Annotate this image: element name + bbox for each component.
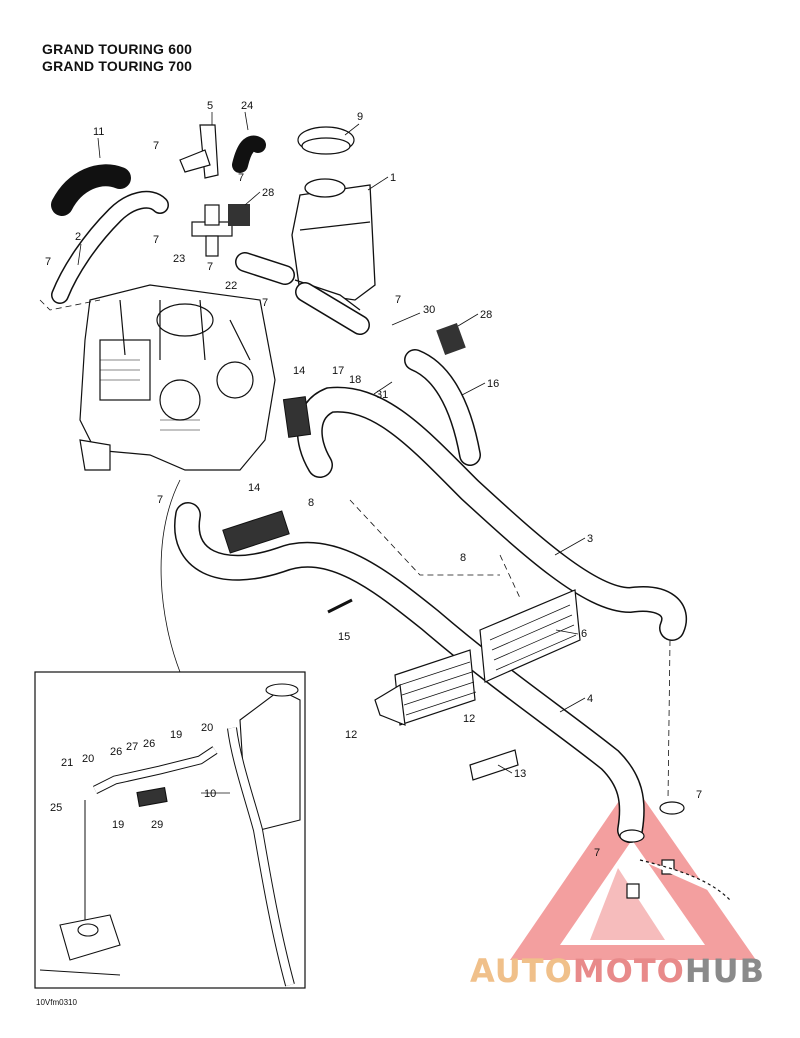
callout-28a: 28 (262, 187, 274, 199)
watermark-moto: MOTO (572, 952, 685, 990)
callout-1: 1 (390, 172, 396, 184)
inset-detail (39, 683, 301, 987)
callout-2: 2 (75, 231, 81, 243)
callout-6: 6 (581, 628, 587, 640)
callout-8a: 8 (308, 497, 314, 509)
callout-14a: 14 (293, 365, 305, 377)
callout-7f: 7 (262, 297, 268, 309)
sleeve-14-lower (222, 510, 290, 554)
diagram-title-line-2: GRAND TOURING 700 (42, 58, 193, 74)
callout-12a: 12 (345, 729, 357, 741)
callout-26a: 26 (110, 746, 122, 758)
engine-block (79, 284, 276, 471)
routing-lines (39, 299, 671, 801)
callout-7b: 7 (238, 172, 244, 184)
hose-24 (232, 135, 266, 173)
callout-7a: 7 (153, 140, 159, 152)
callout-29: 29 (151, 819, 163, 831)
callout-13: 13 (514, 768, 526, 780)
engine-shading (100, 359, 200, 431)
callout-7j: 7 (594, 847, 600, 859)
callout-24: 24 (241, 100, 253, 112)
callout-18: 18 (349, 374, 361, 386)
hose-11 (51, 164, 131, 216)
callout-9: 9 (357, 111, 363, 123)
callout-7g: 7 (395, 294, 401, 306)
callout-30: 30 (423, 304, 435, 316)
callout-27: 27 (126, 741, 138, 753)
callout-4: 4 (587, 693, 593, 705)
leader-lines (77, 111, 586, 794)
heat-exchanger-6 (479, 589, 581, 683)
callout-22: 22 (225, 280, 237, 292)
callout-12b: 12 (463, 713, 475, 725)
callout-15: 15 (338, 631, 350, 643)
callout-20a: 20 (82, 753, 94, 765)
callout-7i: 7 (696, 789, 702, 801)
callout-3: 3 (587, 533, 593, 545)
callout-14b: 14 (248, 482, 260, 494)
drawing-code: 10Vfm0310 (36, 998, 77, 1007)
callout-19a: 19 (170, 729, 182, 741)
callout-19b: 19 (112, 819, 124, 831)
watermark-text: AUTOMOTOHUB (470, 952, 765, 990)
sleeve-14-upper (282, 396, 312, 438)
diagram-title-line-1: GRAND TOURING 600 (42, 41, 193, 57)
heat-exchanger-lower (374, 649, 477, 726)
fitting-5 (179, 124, 219, 179)
callout-8b: 8 (460, 552, 466, 564)
drain-fitting (619, 801, 731, 901)
callout-7e: 7 (207, 261, 213, 273)
watermark-auto: AUTO (470, 952, 573, 990)
callout-10: 10 (204, 788, 216, 800)
callout-17: 17 (332, 365, 344, 377)
callout-labels: 1 2 3 4 5 6 7 7 7 7 7 7 7 7 7 7 8 8 9 10… (45, 100, 702, 859)
watermark-hub: HUB (684, 952, 766, 990)
rivet-15 (327, 598, 353, 614)
callout-7d: 7 (45, 256, 51, 268)
callout-21: 21 (61, 757, 73, 769)
callout-7c: 7 (153, 234, 159, 246)
sleeve-28-upper (228, 204, 250, 226)
callout-16: 16 (487, 378, 499, 390)
callout-28b: 28 (480, 309, 492, 321)
callout-7h: 7 (157, 494, 163, 506)
inset-detail-frame (34, 671, 306, 989)
reservoir-cap-9 (297, 126, 355, 155)
callout-31: 31 (376, 389, 388, 401)
callout-20b: 20 (201, 722, 213, 734)
callout-11: 11 (93, 126, 104, 138)
spacer-block-13 (469, 749, 519, 781)
callout-5: 5 (207, 100, 213, 112)
callout-25: 25 (50, 802, 62, 814)
callout-23: 23 (173, 253, 185, 265)
sleeve-28-right (436, 323, 466, 355)
t-fitting-23 (191, 204, 233, 257)
callout-26b: 26 (143, 738, 155, 750)
